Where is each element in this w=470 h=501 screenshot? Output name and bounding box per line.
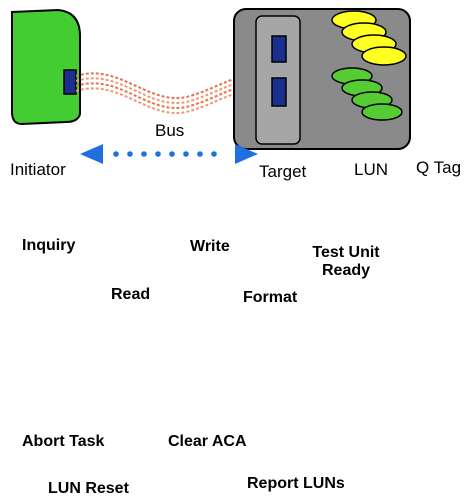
qtag-label: Q Tag xyxy=(416,158,462,177)
command-lun-reset: LUN Reset xyxy=(48,480,129,497)
bus-arrow-left-head xyxy=(80,144,103,164)
command-abort-task: Abort Task xyxy=(22,433,105,450)
lun-disk-stack xyxy=(331,10,407,66)
bus-arrow-dots xyxy=(113,151,217,157)
command-report-luns: Report LUNs xyxy=(247,475,345,492)
command-test-unit-ready-line1: Test Unit xyxy=(312,244,380,261)
command-test-unit-ready: Test Unit Ready xyxy=(296,244,396,280)
command-write: Write xyxy=(190,238,230,255)
command-test-unit-ready-line2: Ready xyxy=(321,262,371,279)
command-format: Format xyxy=(243,289,298,306)
lun-label: LUN xyxy=(354,160,389,179)
command-read: Read xyxy=(111,286,151,303)
bus-label: Bus xyxy=(155,121,185,140)
bus-arrow-right-head xyxy=(235,144,258,164)
lun-disk xyxy=(361,46,407,66)
command-clear-aca: Clear ACA xyxy=(168,433,247,450)
bus-arrow xyxy=(80,144,258,164)
initiator-connector xyxy=(63,69,77,95)
qtag-disk xyxy=(361,103,403,121)
initiator-device-body xyxy=(11,8,81,126)
command-inquiry: Inquiry xyxy=(22,237,76,254)
target-label: Target xyxy=(259,162,307,181)
initiator-label: Initiator xyxy=(10,160,66,179)
qtag-disk-stack xyxy=(331,67,403,121)
initiator-device xyxy=(11,8,81,126)
target-connector-bottom xyxy=(271,77,287,107)
target-connector-top xyxy=(271,35,287,63)
